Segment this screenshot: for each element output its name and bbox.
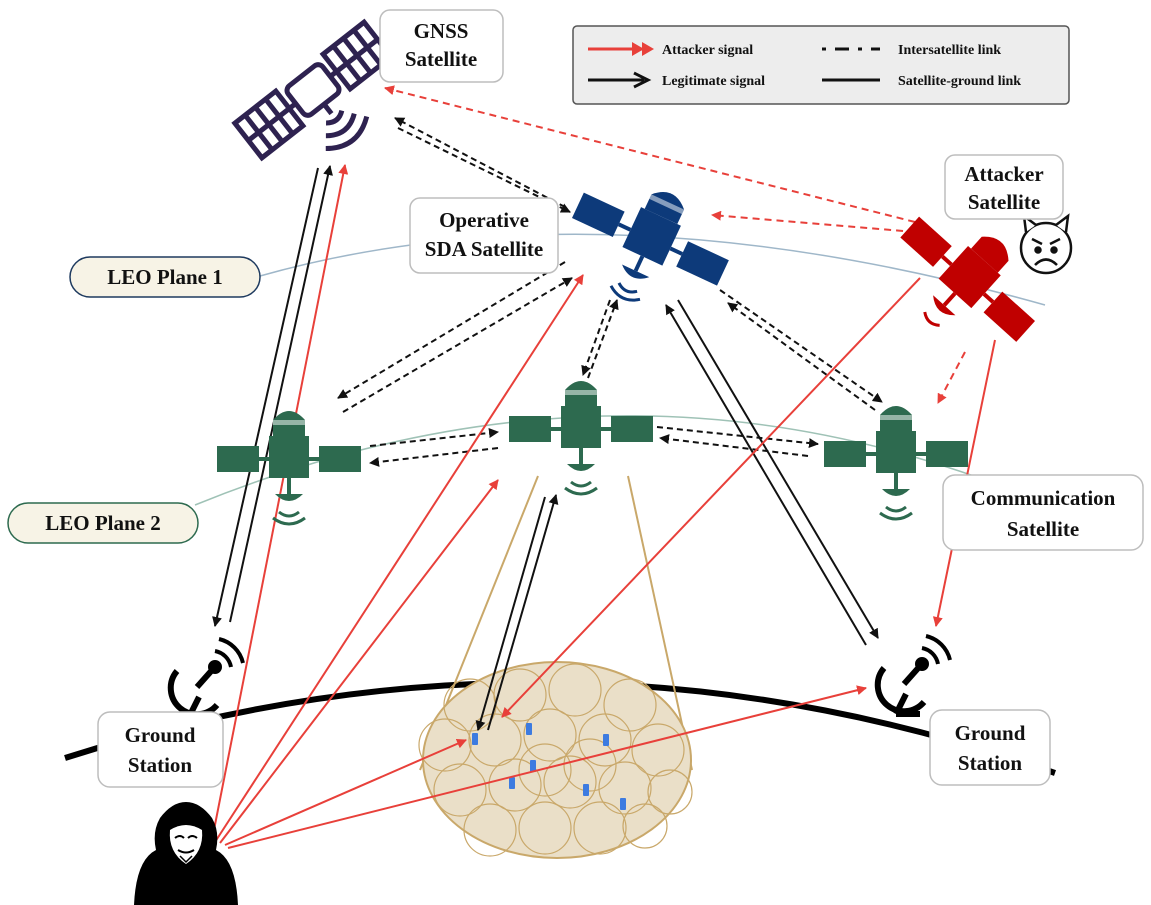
svg-text:Intersatellite link: Intersatellite link (898, 43, 1001, 58)
svg-text:Satellite-ground link: Satellite-ground link (898, 74, 1021, 89)
svg-text:Ground: Ground (125, 723, 196, 747)
sda-satellite-icon (572, 192, 729, 302)
svg-text:Ground: Ground (955, 721, 1026, 745)
svg-text:GNSS: GNSS (414, 19, 469, 43)
legend-legitimate-signal: Legitimate signal (588, 71, 765, 89)
coverage-area (418, 475, 693, 859)
svg-text:LEO Plane 1: LEO Plane 1 (107, 265, 223, 289)
svg-text:Satellite: Satellite (1007, 517, 1079, 541)
svg-text:Station: Station (128, 753, 193, 777)
legend-intersatellite-link: Intersatellite link (822, 43, 1001, 58)
dish-antenna-icon (874, 634, 952, 717)
svg-text:Communication: Communication (971, 486, 1116, 510)
angry-devil-face-icon (1019, 213, 1073, 275)
svg-text:Satellite: Satellite (405, 47, 477, 71)
ground-station-right-label: Ground Station (929, 709, 1051, 786)
ground-station-left-label: Ground Station (97, 711, 224, 788)
intersatellite-links (337, 117, 883, 467)
svg-text:Station: Station (958, 751, 1023, 775)
phone-icon (472, 723, 626, 810)
legend-satellite-ground-link: Satellite-ground link (822, 74, 1021, 89)
svg-text:SDA Satellite: SDA Satellite (425, 237, 543, 261)
svg-text:Attacker: Attacker (964, 162, 1043, 186)
attacker-signals (211, 85, 996, 849)
svg-text:Operative: Operative (439, 208, 529, 232)
svg-text:LEO Plane 2: LEO Plane 2 (45, 511, 161, 535)
leo-plane-2-label: LEO Plane 2 (7, 502, 199, 544)
hacker-icon (134, 802, 238, 905)
communication-satellite-label: Communication Satellite (942, 474, 1144, 551)
dish-antenna-icon (167, 637, 245, 720)
leo2-satellite-center-icon (507, 379, 655, 496)
leo-plane-1-orbit (259, 233, 1046, 306)
svg-text:Legitimate signal: Legitimate signal (662, 74, 765, 89)
gnss-satellite-icon (231, 18, 395, 162)
legend-attacker-signal: Attacker signal (588, 42, 753, 58)
svg-text:Satellite: Satellite (968, 190, 1040, 214)
leo-plane-1-label: LEO Plane 1 (69, 256, 261, 298)
gnss-label: GNSS Satellite (379, 9, 504, 83)
attacker-satellite-label: Attacker Satellite (944, 154, 1064, 220)
svg-text:Attacker signal: Attacker signal (662, 43, 753, 58)
leo2-satellite-left-icon (215, 409, 363, 526)
legitimate-links (212, 165, 879, 731)
attacker-satellite-icon (900, 216, 1036, 342)
sda-label: Operative SDA Satellite (409, 197, 559, 274)
legend: Attacker signal Legitimate signal Inters… (572, 25, 1070, 105)
